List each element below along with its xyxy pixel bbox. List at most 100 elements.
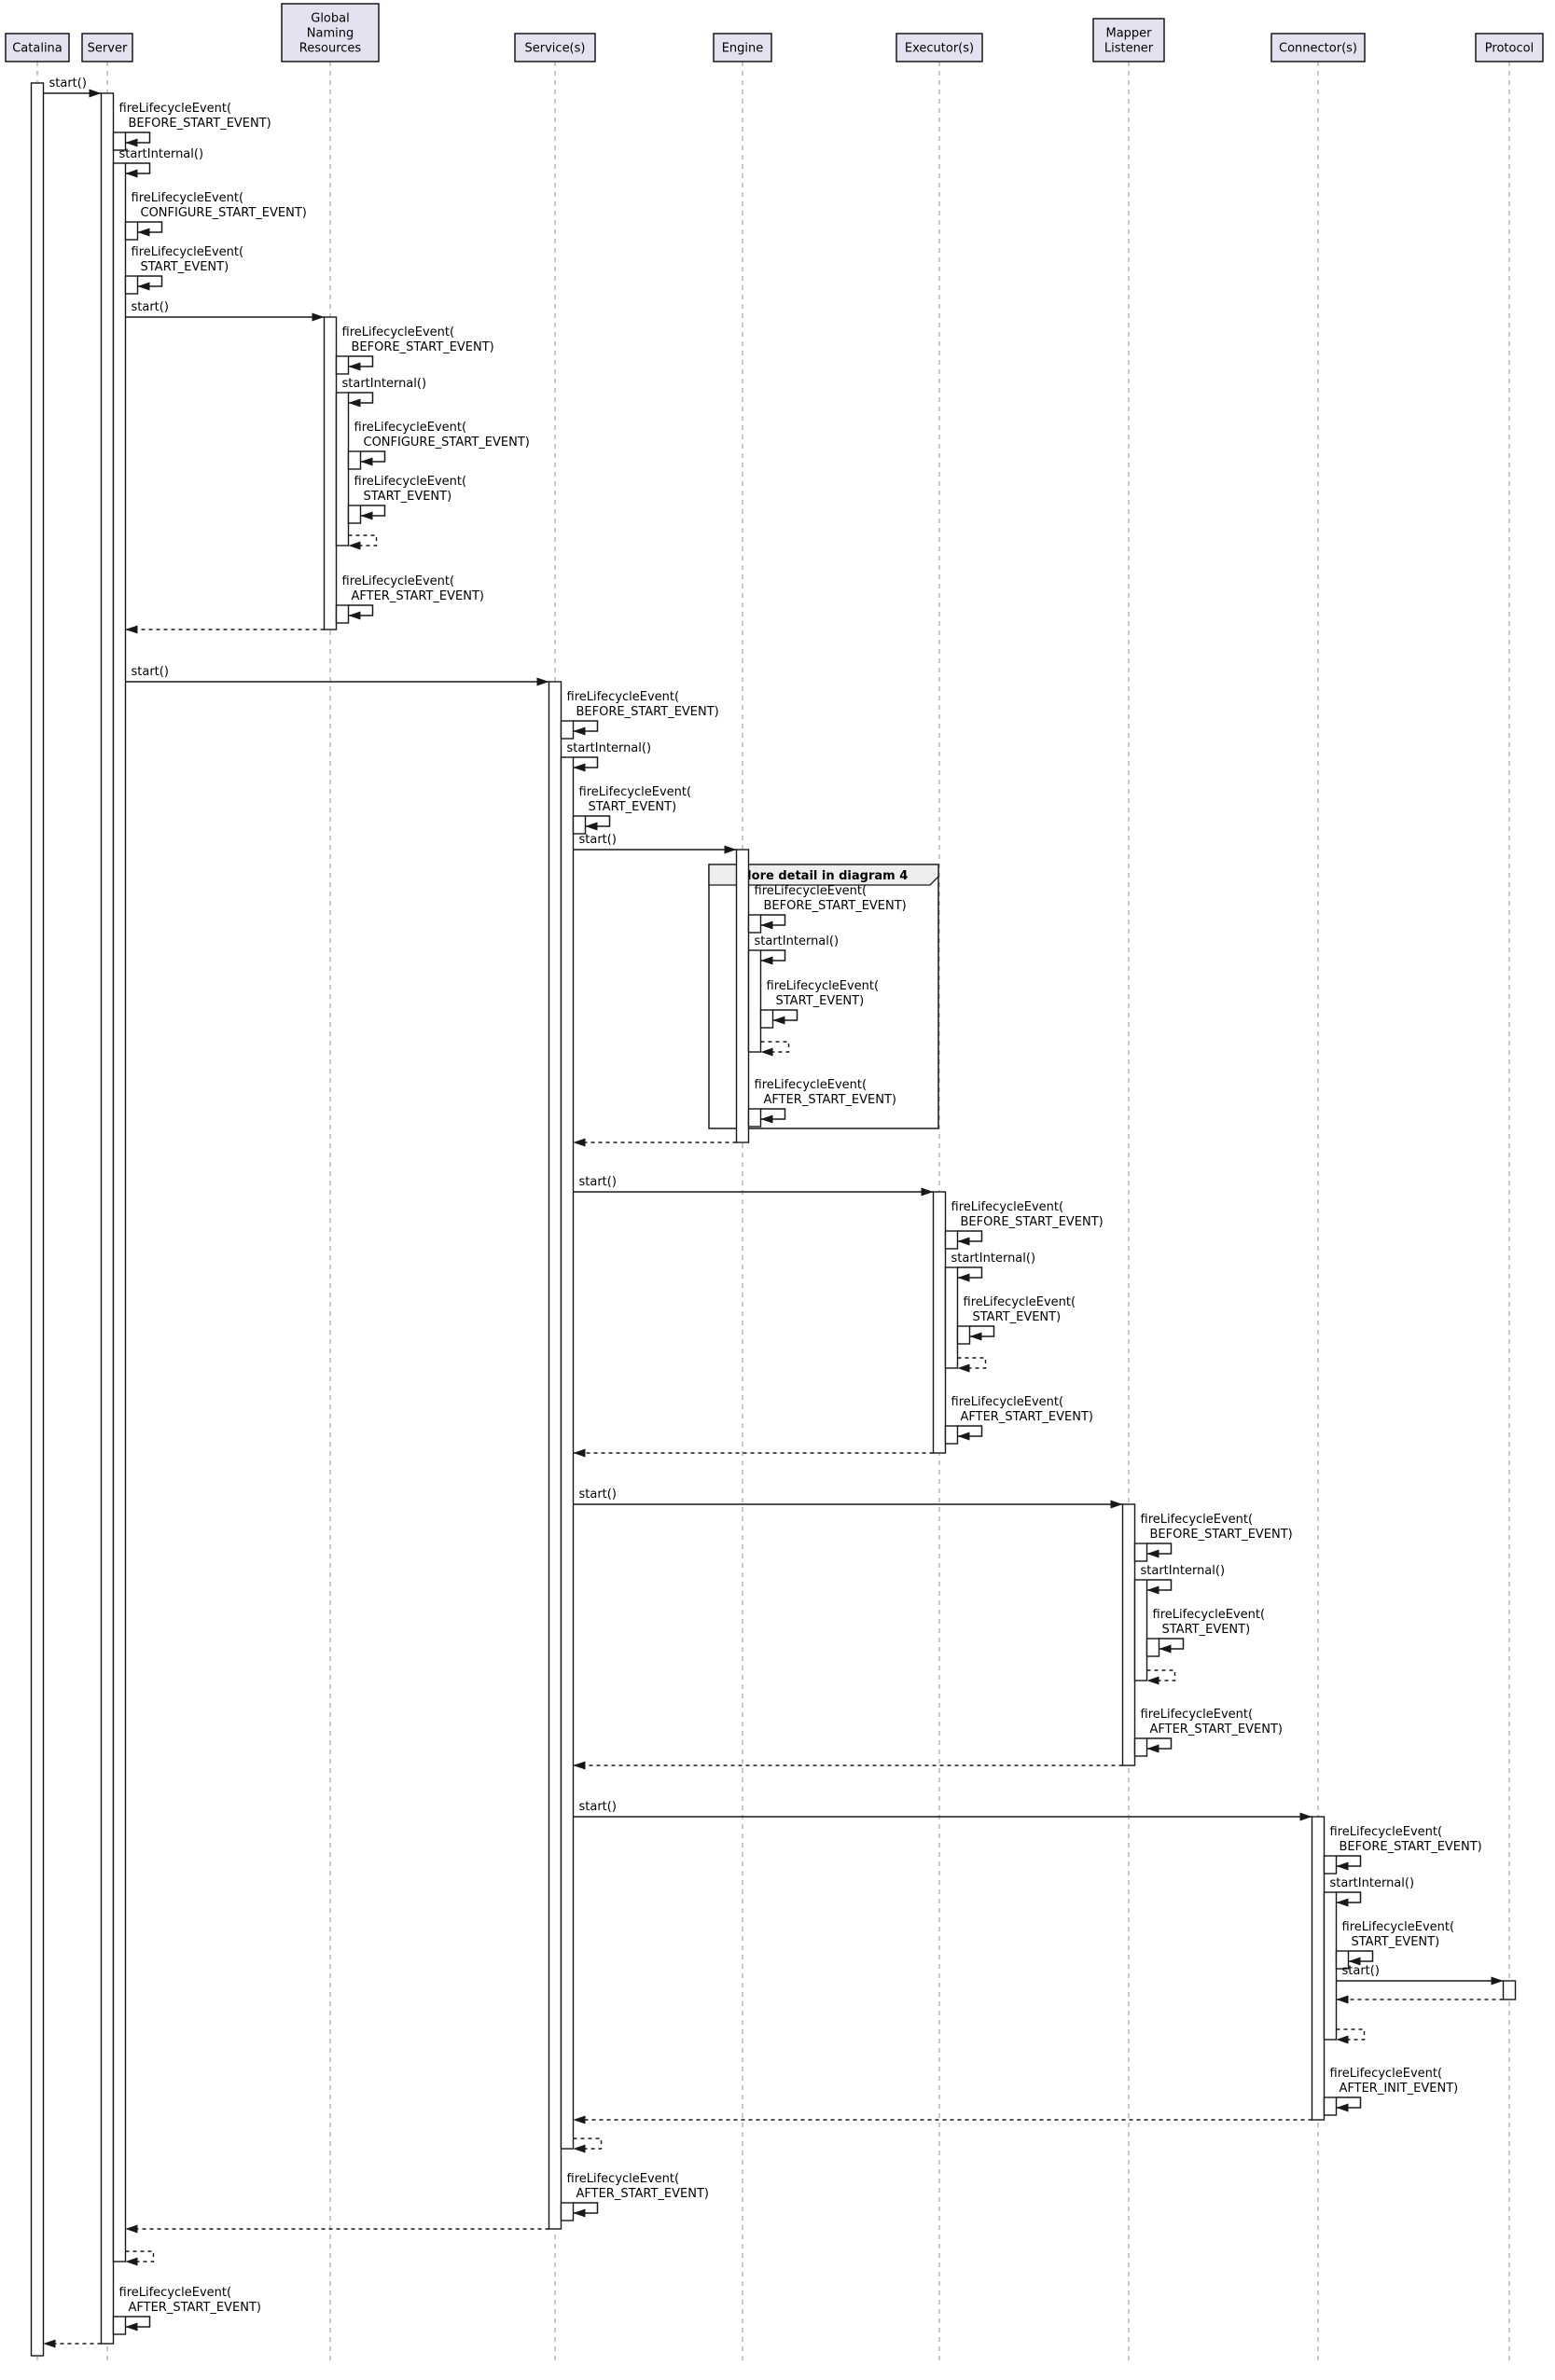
- message-label: AFTER_START_EVENT): [129, 2301, 262, 2315]
- arrowhead: [573, 1761, 586, 1770]
- participant-box-executor: [896, 33, 983, 62]
- participant-box-gnr: [281, 3, 380, 62]
- message-label: BEFORE_START_EVENT): [764, 899, 907, 913]
- self-stub: [747, 1108, 762, 1128]
- message-label: fireLifecycleEvent(: [1342, 1920, 1455, 1934]
- arrowhead: [348, 362, 361, 371]
- message-label: fireLifecycleEvent(: [579, 785, 692, 799]
- message-label: fireLifecycleEvent(: [354, 421, 467, 435]
- message-label: fireLifecycleEvent(: [567, 2172, 680, 2186]
- participant-label-mapper: Listener: [1104, 42, 1154, 56]
- message-label: fireLifecycleEvent(: [755, 884, 868, 898]
- arrowhead: [921, 1187, 934, 1197]
- arrowhead: [573, 2208, 586, 2218]
- activation-bar-protocol: [1502, 1980, 1517, 2000]
- message-label: AFTER_START_EVENT): [1150, 1723, 1284, 1737]
- message-label: start(): [579, 833, 617, 847]
- participant-label-protocol: Protocol: [1485, 42, 1534, 56]
- participant-label-gnr: Global: [311, 12, 349, 26]
- arrowhead: [969, 1332, 982, 1341]
- message-self-return: [1146, 1669, 1176, 1681]
- activation-bar-engine: [735, 849, 750, 1143]
- message-label: startInternal(): [1330, 1876, 1415, 1890]
- activation-bar-service: [560, 756, 575, 2150]
- message-self-return: [573, 2138, 603, 2150]
- message-label: fireLifecycleEvent(: [755, 1078, 868, 1092]
- message-label: fireLifecycleEvent(: [1330, 1825, 1443, 1839]
- message-label: fireLifecycleEvent(: [951, 1395, 1064, 1409]
- self-stub: [1145, 1638, 1160, 1657]
- message-label: AFTER_START_EVENT): [576, 2187, 710, 2201]
- arrowhead: [957, 1237, 970, 1246]
- message-label: fireLifecycleEvent(: [767, 979, 880, 993]
- arrowhead: [1336, 2035, 1349, 2044]
- message-label: start(): [1342, 1964, 1380, 1978]
- message-label: fireLifecycleEvent(: [951, 1200, 1064, 1214]
- message-self-return: [957, 1357, 987, 1369]
- activation-bar-mapper: [1133, 1579, 1148, 1681]
- arrowhead: [573, 2144, 586, 2153]
- message-label: startInternal(): [1141, 1564, 1226, 1578]
- participant-label-engine: Engine: [722, 42, 764, 56]
- arrowhead: [1336, 1995, 1349, 2004]
- arrowhead: [125, 169, 138, 178]
- activation-bar-executor: [932, 1191, 947, 1454]
- note-frame-header: [708, 864, 939, 886]
- participant-label-connector: Connector(s): [1279, 42, 1357, 56]
- activation-bar-gnr: [323, 316, 338, 630]
- self-stub: [1323, 2096, 1338, 2116]
- arrowhead: [573, 1138, 586, 1147]
- arrowhead: [957, 1273, 970, 1282]
- arrowhead: [760, 1114, 773, 1124]
- arrowhead: [1159, 1644, 1172, 1654]
- arrowhead: [1146, 1549, 1159, 1558]
- activation-bar-executor: [944, 1266, 959, 1369]
- message-label: fireLifecycleEvent(: [567, 690, 680, 704]
- arrowhead: [585, 822, 598, 831]
- participant-label-gnr: Resources: [299, 42, 362, 56]
- self-stub: [124, 275, 139, 295]
- message-label: START_EVENT): [1162, 1623, 1251, 1637]
- participant-box-catalina: [5, 33, 70, 62]
- arrowhead: [573, 2115, 586, 2124]
- self-stub: [1133, 1543, 1148, 1562]
- message-label: fireLifecycleEvent(: [1153, 1608, 1266, 1622]
- arrowhead: [573, 1448, 586, 1458]
- activation-bar-connector: [1311, 1816, 1326, 2121]
- message-label: CONFIGURE_START_EVENT): [364, 436, 530, 450]
- message-label: AFTER_START_EVENT): [764, 1093, 897, 1107]
- arrowhead: [957, 1432, 970, 1441]
- message-label: fireLifecycleEvent(: [354, 475, 467, 489]
- arrowhead: [125, 2257, 138, 2266]
- note-frame-label: More detail in diagram 4: [740, 869, 909, 883]
- message-label: start(): [579, 1800, 617, 1814]
- self-stub: [944, 1230, 959, 1250]
- self-stub: [1133, 1737, 1148, 1757]
- self-stub: [347, 450, 362, 470]
- message-label: BEFORE_START_EVENT): [961, 1215, 1104, 1229]
- message-label: fireLifecycleEvent(: [342, 325, 455, 339]
- message-label: fireLifecycleEvent(: [119, 2286, 232, 2300]
- self-stub: [560, 720, 575, 740]
- message-self-return: [125, 2250, 155, 2262]
- message-label: fireLifecycleEvent(: [342, 574, 455, 588]
- arrowhead: [137, 228, 150, 237]
- message-label: CONFIGURE_START_EVENT): [141, 206, 307, 220]
- arrowhead: [772, 1016, 785, 1025]
- arrowhead: [312, 312, 325, 322]
- arrowhead: [360, 511, 373, 520]
- self-stub: [747, 914, 762, 934]
- message-label: startInternal(): [755, 934, 840, 948]
- self-stub: [112, 2316, 127, 2335]
- self-stub: [335, 355, 350, 375]
- message-label: fireLifecycleEvent(: [964, 1295, 1076, 1309]
- participant-label-mapper: Mapper: [1105, 27, 1152, 41]
- arrowhead: [1336, 1861, 1349, 1871]
- message-label: START_EVENT): [141, 260, 229, 274]
- activation-bar-service: [548, 681, 562, 2230]
- message-label: fireLifecycleEvent(: [1141, 1513, 1254, 1527]
- activation-bar-engine: [747, 949, 762, 1053]
- message-label: fireLifecycleEvent(: [132, 245, 244, 259]
